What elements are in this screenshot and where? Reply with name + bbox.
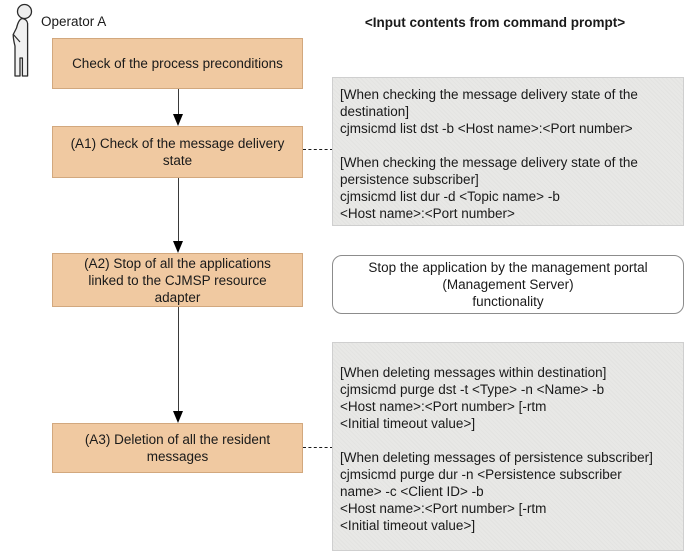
down-arrow-icon: [172, 89, 185, 126]
command-box-delete-messages: [When deleting messages within destinati…: [332, 342, 684, 551]
flow-step-label: Check of the process preconditions: [72, 56, 283, 71]
command-prompt-header: <Input contents from command prompt>: [364, 15, 626, 30]
operator-label: Operator A: [41, 14, 107, 29]
note-box-stop-application: Stop the application by the management p…: [332, 255, 684, 314]
flow-step-a3-delete-messages: (A3) Deletion of all the resident messag…: [52, 423, 303, 473]
flow-step-preconditions: Check of the process preconditions: [52, 38, 303, 89]
flow-step-a2-stop-applications: (A2) Stop of all the applications linked…: [52, 253, 303, 307]
down-arrow-icon: [172, 307, 185, 423]
dashed-connector-a1: [303, 149, 333, 150]
command-box-check-delivery-state: [When checking the message delivery stat…: [332, 77, 684, 226]
dashed-connector-a3: [303, 447, 333, 448]
flow-step-label: (A1) Check of the message delivery state: [70, 136, 285, 168]
flow-step-a1-check-delivery: (A1) Check of the message delivery state: [52, 126, 303, 178]
operator-person-icon: [12, 3, 33, 77]
down-arrow-icon: [172, 178, 185, 253]
flow-step-label: (A3) Deletion of all the resident messag…: [84, 432, 271, 464]
flow-step-label: (A2) Stop of all the applications linked…: [84, 255, 271, 305]
